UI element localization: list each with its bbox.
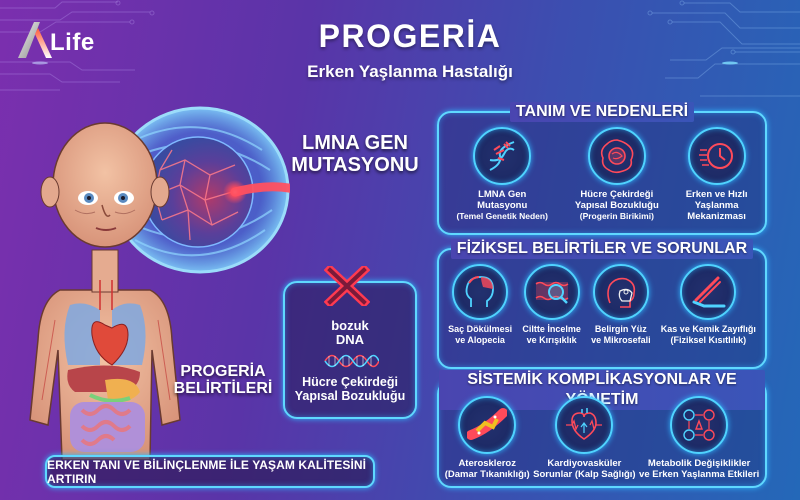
item-cardiovascular: Kardiyovasküler Sorunlar (Kalp Sağlığı) [533,396,636,481]
caption-line3: Mekanizması [687,211,746,223]
dna-icon [473,127,532,185]
banner-text: ERKEN TANI VE BİLİNÇLENME İLE YAŞAM KALİ… [47,457,367,486]
caption-line1: Kardiyovasküler [547,458,622,469]
fast-clock-icon [687,127,746,185]
caption-line1: Metabolik Değişiklikler [647,458,751,469]
section-title-text: FİZİKSEL BELİRTİLER VE SORUNLAR [450,239,754,259]
broken-dna-title: bozuk DNA [285,318,415,348]
caption-line1: Saç Dökülmesi [448,324,513,334]
caption-line2: Mutasyonu [477,200,528,212]
metabolism-cycle-icon [670,396,729,454]
dna-helix-icon [324,354,379,368]
section-systemic-complications: SİSTEMİK KOMPLİKASYONLAR VE YÖNETİM Ater… [437,370,767,488]
logo-text: Life [50,29,95,56]
page-subtitle: Erken Yaşlanma Hastalığı [307,62,513,81]
head-hair-loss-icon [452,264,509,320]
page-title: PROGERİA [318,18,502,54]
progeria-symptoms-label: PROGERİA BELİRTİLERİ [168,363,278,398]
artery-plaque-icon [458,396,517,454]
caption-note: (Progerin Birikimi) [579,211,654,222]
broken-dna-line4: Yapısal Bozukluğu [294,389,406,404]
broken-dna-line2: DNA [335,332,365,348]
progeria-illustration [29,106,290,460]
section-definition-causes: TANIM VE NEDENLERİ LMNA Gen Mutasyonu (T… [437,102,767,235]
lmna-label-line2: MUTASYONU [291,153,419,176]
brand-logo[interactable]: Life [18,18,128,62]
section-title-text: TANIM VE NEDENLERİ [509,102,695,122]
heart-ekg-icon [555,396,614,454]
section-physical-symptoms: FİZİKSEL BELİRTİLER VE SORUNLAR Saç Dökü… [437,239,767,369]
item-lmna-gene-mutation: LMNA Gen Mutasyonu (Temel Genetik Neden) [456,127,548,223]
logo-a-mark-icon [18,22,52,58]
awareness-banner: ERKEN TANI VE BİLİNÇLENME İLE YAŞAM KALİ… [45,455,375,488]
item-muscle-bone-weakness: Kas ve Kemik Zayıflığı (Fiziksel Kısıtlı… [661,264,756,345]
caption-line1: Erken ve Hızlı [685,189,748,200]
item-nucleus-structural-defect: Hücre Çekirdeği Yapısal Bozukluğu (Proge… [575,127,659,223]
broken-dna-line1: bozuk [331,318,369,333]
caption-line2: (Damar Tıkanıklığı) [444,469,530,481]
caption-line2: Yaşlanma [694,200,739,212]
caption-line1: Ateroskleroz [458,458,516,469]
caption-line2: ve Kırışıklık [526,334,577,345]
symptoms-label-line2: BELİRTİLERİ [173,380,273,398]
item-hair-loss: Saç Dökülmesi ve Alopecia [448,264,512,345]
caption-line2: Sorunlar (Kalp Sağlığı) [533,469,636,481]
caption-line1: Ciltte İncelme [522,324,581,334]
broken-dna-desc: Hücre Çekirdeği Yapısal Bozukluğu [285,375,415,404]
lmna-mutation-label: LMNA GEN MUTASYONU [285,132,425,176]
caption-line2: Yapısal Bozukluğu [574,200,659,212]
caption-line1: LMNA Gen [478,189,527,200]
bone-muscle-icon [680,264,737,320]
broken-dna-card: bozuk DNA Hücre Çekirdeği Yapısal Bozukl… [283,281,417,419]
item-accelerated-aging: Erken ve Hızlı Yaşlanma Mekanizması [686,127,748,223]
section-title: TANIM VE NEDENLERİ [439,101,765,122]
item-skin-thinning: Ciltte İncelme ve Kırışıklık [522,264,581,345]
x-mark-icon [324,266,370,306]
caption-line2: ve Erken Yaşlanma Etkileri [639,469,760,481]
caption-line2: ve Mikrosefali [591,334,651,345]
caption-line1: Belirgin Yüz [594,324,647,334]
caption-note: (Temel Genetik Neden) [456,211,548,222]
lmna-label-line1: LMNA GEN [302,132,408,154]
caption-line1: Kas ve Kemik Zayıflığı [660,324,756,334]
section-title: FİZİKSEL BELİRTİLER VE SORUNLAR [439,238,765,259]
symptoms-label-line1: PROGERİA [180,363,266,380]
skin-magnifier-icon [523,264,580,320]
item-metabolic-changes: Metabolik Değişiklikler ve Erken Yaşlanm… [639,396,759,480]
caption-line2: (Fiziksel Kısıtlılık) [670,334,747,345]
caption-line2: ve Alopecia [455,334,505,345]
caption-line1: Hücre Çekirdeği [580,189,654,200]
cell-nucleus-icon [587,127,646,185]
item-atherosclerosis: Ateroskleroz (Damar Tıkanıklığı) [445,396,530,480]
skull-icon [592,264,649,320]
broken-dna-line3: Hücre Çekirdeği [302,375,398,389]
item-face-microcephaly: Belirgin Yüz ve Mikrosefali [591,264,651,345]
